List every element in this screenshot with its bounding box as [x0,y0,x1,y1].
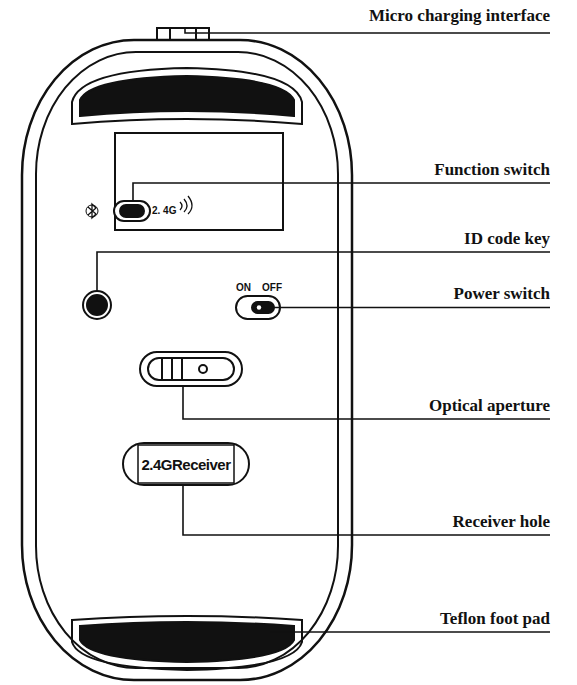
printed-marking: OFF [262,282,282,294]
receiver-slot: 2.4GReceiver [122,442,250,486]
slot-text: 2.4GReceiver [122,456,250,473]
printed-marking: 2. 4G [152,205,176,217]
printed-marking: ON [236,282,251,294]
callout-label: Optical aperture [429,396,550,416]
callout-label: Power switch [454,284,550,304]
callout-label: Teflon foot pad [440,609,550,629]
callout-label: Function switch [434,160,550,180]
callout-label: Micro charging interface [369,6,550,26]
callout-label: ID code key [464,229,550,249]
callout-label: Receiver hole [453,512,550,532]
